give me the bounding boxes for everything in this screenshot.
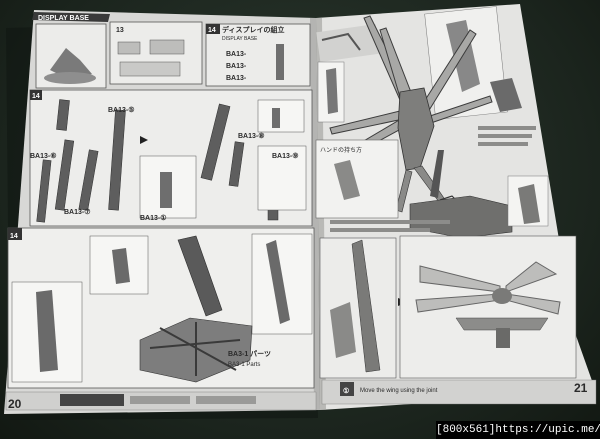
callout-3: BA13-⑦ [64,208,91,216]
ba-parts-label-en: BA3-1 Parts [228,362,260,368]
footer-label: ① [343,387,349,395]
callout-6: BA13-① [140,214,167,222]
hand-note: ハンドの持ち方 [320,146,362,154]
callout-2: BA13-⑥ [30,152,57,160]
step-14b-number: 14 [32,93,40,100]
step-13-number: 13 [116,27,124,34]
right-page-number: 21 [574,381,588,395]
parts-label-1: BA13- [226,51,247,58]
callout-4: BA13-⑧ [238,132,265,140]
ba-parts-label: BA3-1 パーツ [228,349,271,358]
panel-b-sub: DISPLAY BASE [222,36,258,42]
section-header: DISPLAY BASE [38,15,89,22]
bottom-step-number: 14 [10,233,18,240]
callout-1: BA13-⑤ [108,106,135,114]
callout-5: BA13-⑨ [272,152,299,160]
footer-text: Move the wing using the joint [360,388,438,394]
watermark: [800x561]https://upic.me/ [436,421,600,439]
step-14-number: 14 [208,27,216,34]
panel-b-title: ディスプレイの組立 [222,25,285,34]
display-base-panel [205,23,311,87]
left-page-number: 20 [8,397,22,411]
parts-label-3: BA13- [226,75,247,82]
parts-label-2: BA13- [226,63,247,70]
